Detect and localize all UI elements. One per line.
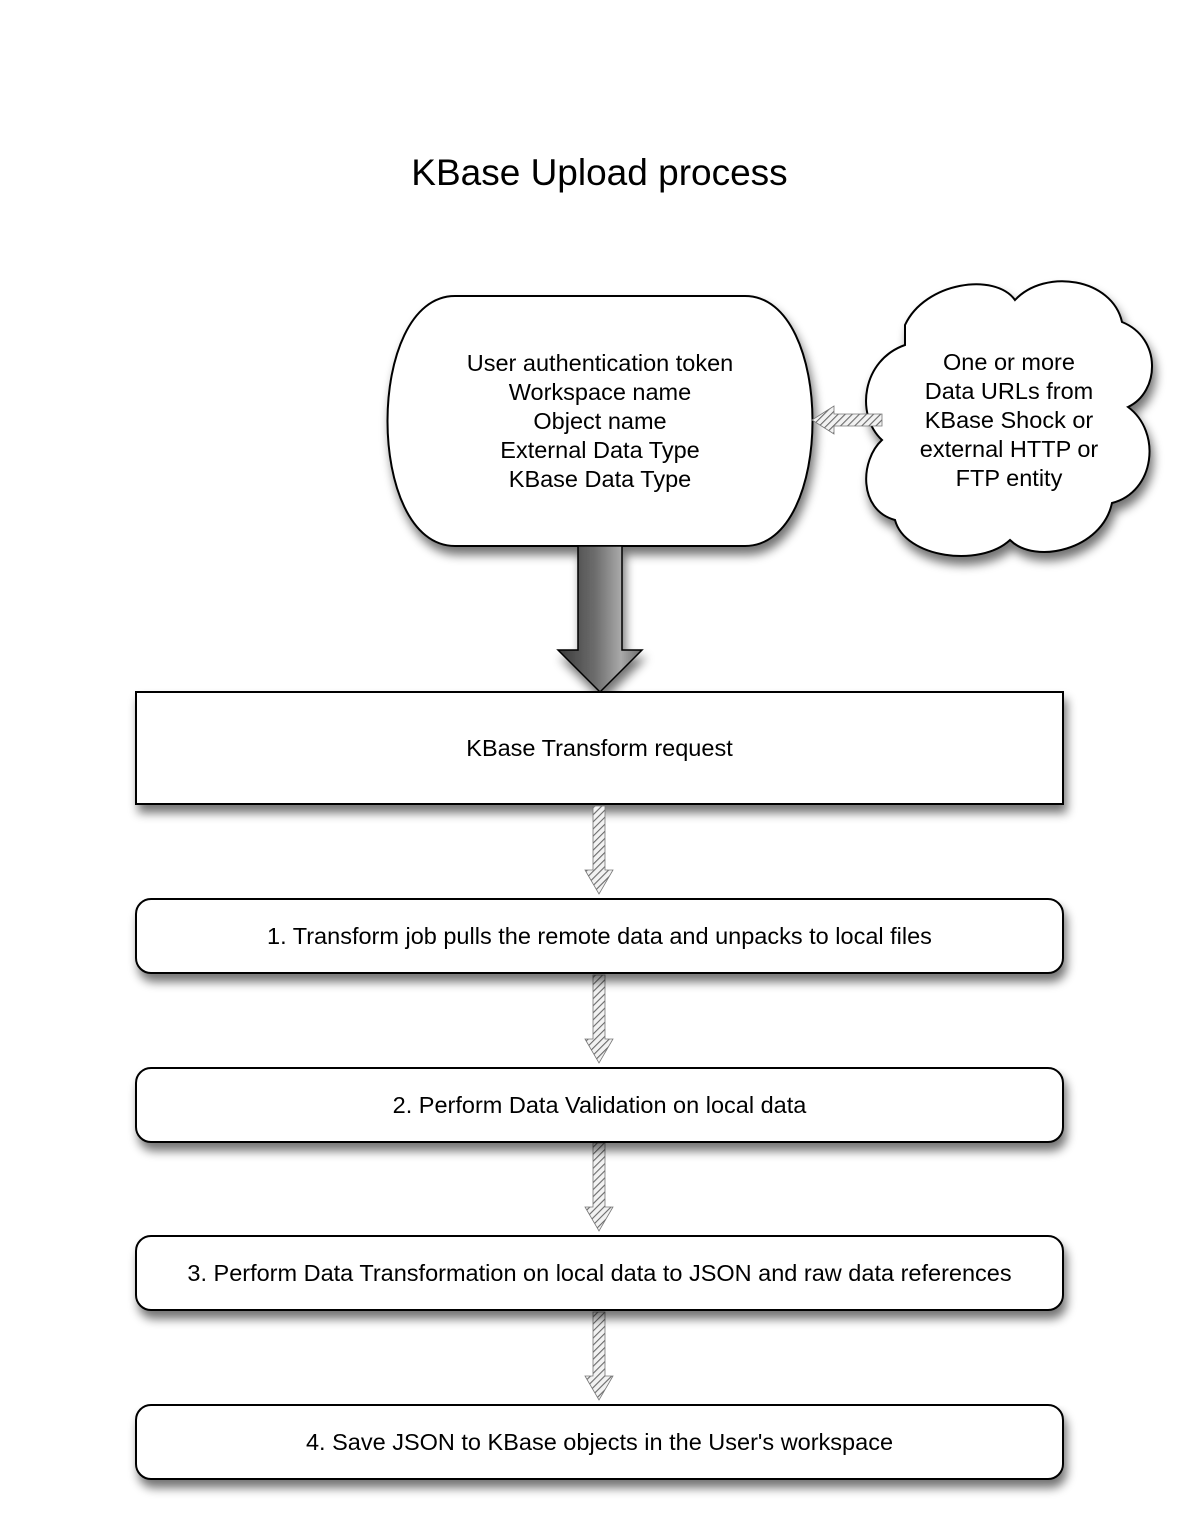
data-url-cloud xyxy=(865,280,1153,558)
transform-request-box xyxy=(135,691,1064,805)
step-1-label: 1. Transform job pulls the remote data a… xyxy=(267,922,932,949)
cloud-line-5: FTP entity xyxy=(955,464,1063,491)
step-1-box xyxy=(135,898,1064,974)
arrow-to-step-4 xyxy=(584,1311,614,1401)
cloud-line-3: KBase Shock or xyxy=(924,406,1094,433)
cloud-line-4: external HTTP or xyxy=(919,435,1099,462)
transform-request-label: KBase Transform request xyxy=(466,734,733,761)
arrow-to-step-1 xyxy=(584,805,614,895)
input-parameters-text: User authentication token Workspace name… xyxy=(400,300,800,542)
cloud-line-1: One or more xyxy=(943,348,1075,375)
step-4-box xyxy=(135,1404,1064,1480)
input-line-workspace: Workspace name xyxy=(508,378,692,405)
input-line-kbase-type: KBase Data Type xyxy=(508,465,692,492)
input-line-object: Object name xyxy=(533,407,667,434)
step-3-label: 3. Perform Data Transformation on local … xyxy=(187,1259,1012,1286)
step-2-label: 2. Perform Data Validation on local data xyxy=(392,1091,807,1118)
step-3-box xyxy=(135,1235,1064,1311)
arrow-to-step-3 xyxy=(584,1142,614,1232)
diagram-title: KBase Upload process xyxy=(411,152,788,193)
input-line-auth-token: User authentication token xyxy=(466,349,734,376)
step-2-box xyxy=(135,1067,1064,1143)
input-line-external-type: External Data Type xyxy=(500,436,700,463)
input-to-transform-arrow xyxy=(556,545,644,694)
cloud-to-input-arrow xyxy=(811,405,883,435)
cloud-line-2: Data URLs from xyxy=(924,377,1094,404)
cloud-text: One or more Data URLs from KBase Shock o… xyxy=(885,300,1133,540)
input-parameters-box xyxy=(386,295,814,547)
step-4-label: 4. Save JSON to KBase objects in the Use… xyxy=(305,1428,894,1455)
arrow-to-step-2 xyxy=(584,974,614,1064)
